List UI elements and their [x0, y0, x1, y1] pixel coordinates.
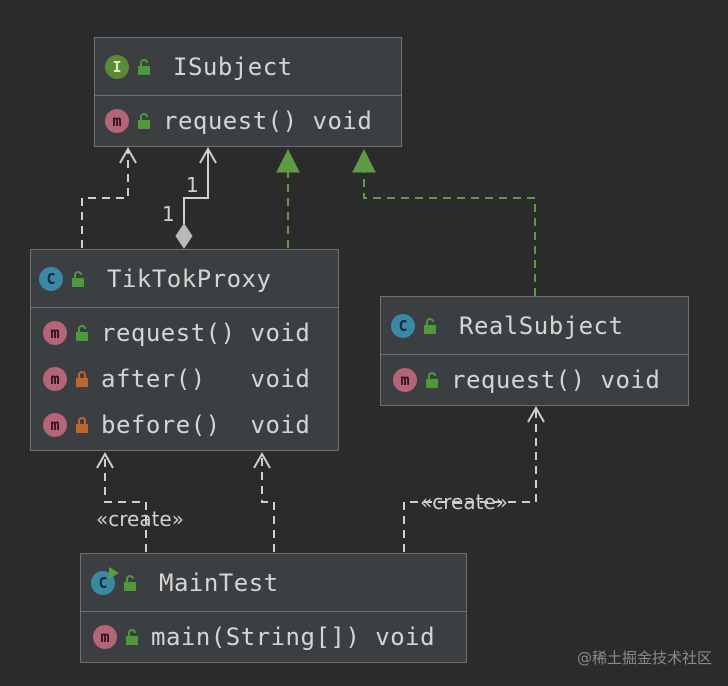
- isubject-class-box[interactable]: I ISubject m request() void: [94, 37, 402, 147]
- method-badge-icon: m: [105, 109, 129, 133]
- open-lock-icon: [124, 574, 136, 591]
- closed-lock-icon: [76, 417, 88, 433]
- maintest-creates-realsubject-line: [403, 408, 537, 552]
- open-lock-icon: [138, 58, 150, 75]
- realsubject-realization-triangle: [352, 148, 376, 173]
- method-signature: request() void: [163, 107, 373, 135]
- create-left-arrowhead: [96, 451, 114, 469]
- interface-badge-icon: I: [105, 54, 129, 79]
- watermark-text: @稀土掘金技术社区: [576, 649, 712, 667]
- realsubject-class-box[interactable]: C RealSubject m request() void: [380, 296, 689, 406]
- closed-lock-icon: [76, 371, 88, 387]
- realsubject-header[interactable]: C RealSubject: [381, 297, 688, 355]
- multiplicity-target-label: 1: [186, 173, 199, 197]
- tiktokproxy-method-row[interactable]: m request() void: [31, 310, 338, 356]
- method-signature: main(String[]) void: [151, 623, 436, 651]
- composition-arrowhead: [199, 146, 217, 164]
- isubject-method-row[interactable]: m request() void: [95, 96, 401, 146]
- open-lock-icon: [72, 270, 84, 287]
- isubject-header[interactable]: I ISubject: [95, 38, 401, 96]
- create-right-label: «create»: [420, 490, 508, 514]
- open-lock-icon: [426, 372, 438, 388]
- maintest-uses-proxy-line: [261, 454, 275, 552]
- proxy-composition-line: [183, 149, 209, 224]
- dependency-arrowhead: [119, 146, 137, 164]
- run-triangle-icon: [109, 566, 119, 579]
- realsubject-method-row[interactable]: m request() void: [381, 355, 688, 405]
- method-badge-icon: m: [43, 367, 67, 391]
- maintest-header[interactable]: C MainTest: [81, 554, 466, 612]
- method-badge-icon: m: [393, 368, 417, 392]
- tiktokproxy-method-row[interactable]: m after() void: [31, 356, 338, 402]
- open-lock-icon: [138, 113, 150, 129]
- maintest-class-box[interactable]: C MainTest m main(String[]) void: [80, 553, 467, 663]
- create-right-arrowhead: [527, 405, 545, 423]
- method-signature: request() void: [101, 319, 311, 347]
- open-lock-icon: [76, 325, 88, 341]
- composition-diamond: [175, 223, 193, 249]
- proxy-to-isubject-dependency-line: [81, 149, 129, 248]
- use-arrowhead: [253, 451, 271, 469]
- method-badge-icon: m: [43, 413, 67, 437]
- open-lock-icon: [424, 317, 436, 334]
- method-signature: request() void: [451, 366, 661, 394]
- class-name: MainTest: [159, 568, 279, 597]
- multiplicity-source-label: 1: [162, 202, 175, 226]
- maintest-creates-proxy-line: [104, 454, 147, 552]
- class-badge-icon: C: [39, 266, 63, 291]
- runnable-class-badge-icon: C: [91, 566, 119, 595]
- tiktokproxy-header[interactable]: C TikTokProxy: [31, 250, 338, 308]
- method-badge-icon: m: [93, 625, 117, 649]
- method-signature: after() void: [101, 365, 311, 393]
- create-left-label: «create»: [96, 507, 184, 531]
- tiktokproxy-class-box[interactable]: C TikTokProxy m request() void m after()…: [30, 249, 339, 451]
- class-name: TikTokProxy: [107, 264, 272, 293]
- open-lock-icon: [126, 629, 138, 645]
- class-badge-icon: C: [391, 313, 415, 338]
- realsubject-realizes-isubject-line: [363, 172, 536, 296]
- proxy-realization-triangle: [276, 148, 300, 173]
- maintest-method-row[interactable]: m main(String[]) void: [81, 612, 466, 662]
- method-signature: before() void: [101, 411, 311, 439]
- method-badge-icon: m: [43, 321, 67, 345]
- class-name: RealSubject: [459, 311, 624, 340]
- class-name: ISubject: [173, 52, 293, 81]
- tiktokproxy-method-row[interactable]: m before() void: [31, 402, 338, 448]
